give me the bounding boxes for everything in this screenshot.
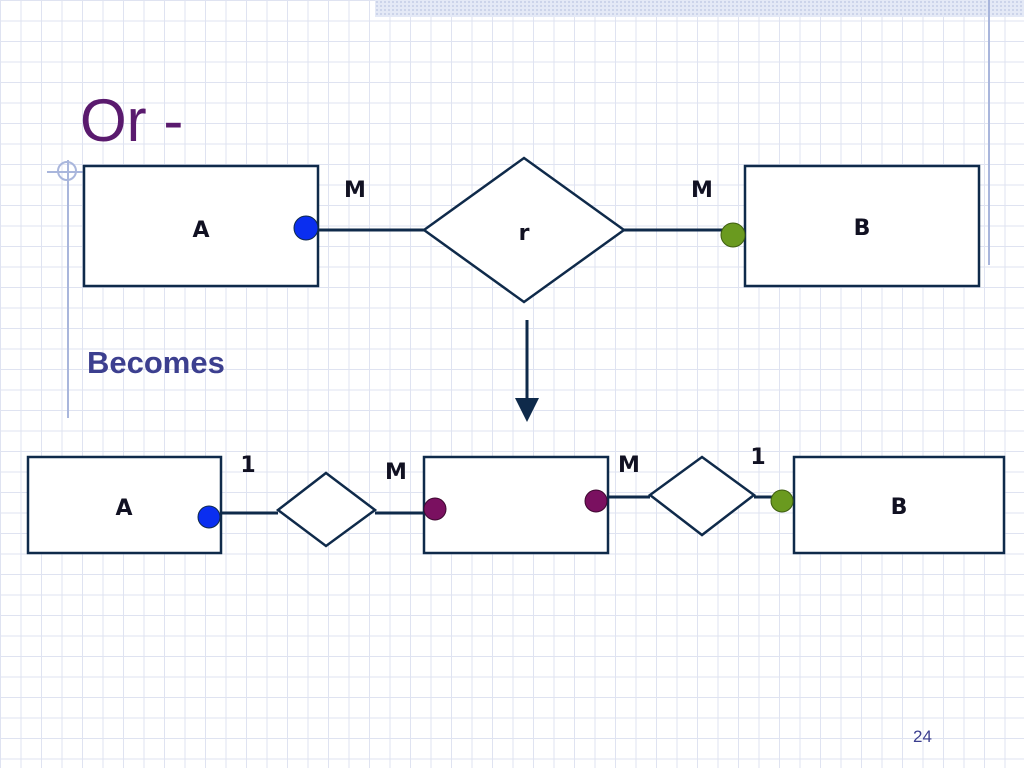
slide-title: Or - — [80, 87, 184, 154]
entity-a-box — [26, 455, 223, 555]
cardinality-middle-left: M — [385, 460, 407, 485]
entity-b-label: B — [891, 495, 908, 520]
bottom-er-diagram: A B 1 M M 1 — [26, 445, 1006, 555]
decorative-right-rule — [988, 0, 990, 265]
entity-b-label: B — [854, 216, 871, 241]
participation-dot-purple — [423, 497, 447, 521]
top-decorative-band — [375, 0, 1024, 17]
participation-dot-green — [770, 489, 794, 513]
relationship-r-label: r — [519, 221, 530, 246]
decorative-vertical-rule — [67, 160, 69, 418]
top-er-diagram: A r B M M — [82, 156, 981, 304]
entity-b-box — [792, 455, 1006, 555]
decorative-horizontal-rule — [47, 171, 83, 173]
cardinality-b: 1 — [750, 445, 765, 470]
cardinality-middle-right: M — [618, 453, 640, 478]
entity-a-label: A — [115, 496, 132, 521]
participation-dot-blue — [197, 505, 221, 529]
becomes-label: Becomes — [87, 345, 225, 380]
relationship-diamond-left — [275, 471, 378, 548]
middle-entity-box — [422, 455, 610, 555]
participation-dot-blue — [293, 215, 319, 241]
page-number: 24 — [913, 727, 932, 746]
entity-a-label: A — [192, 218, 209, 243]
relationship-r-diamond — [421, 156, 627, 304]
crosshair-icon — [57, 161, 77, 181]
participation-dot-purple — [584, 489, 608, 513]
cardinality-a: 1 — [240, 453, 255, 478]
cardinality-left: M — [344, 178, 366, 203]
cardinality-right: M — [691, 178, 713, 203]
entity-b-box — [743, 164, 981, 288]
participation-dot-green — [720, 222, 746, 248]
relationship-diamond-right — [647, 455, 757, 537]
